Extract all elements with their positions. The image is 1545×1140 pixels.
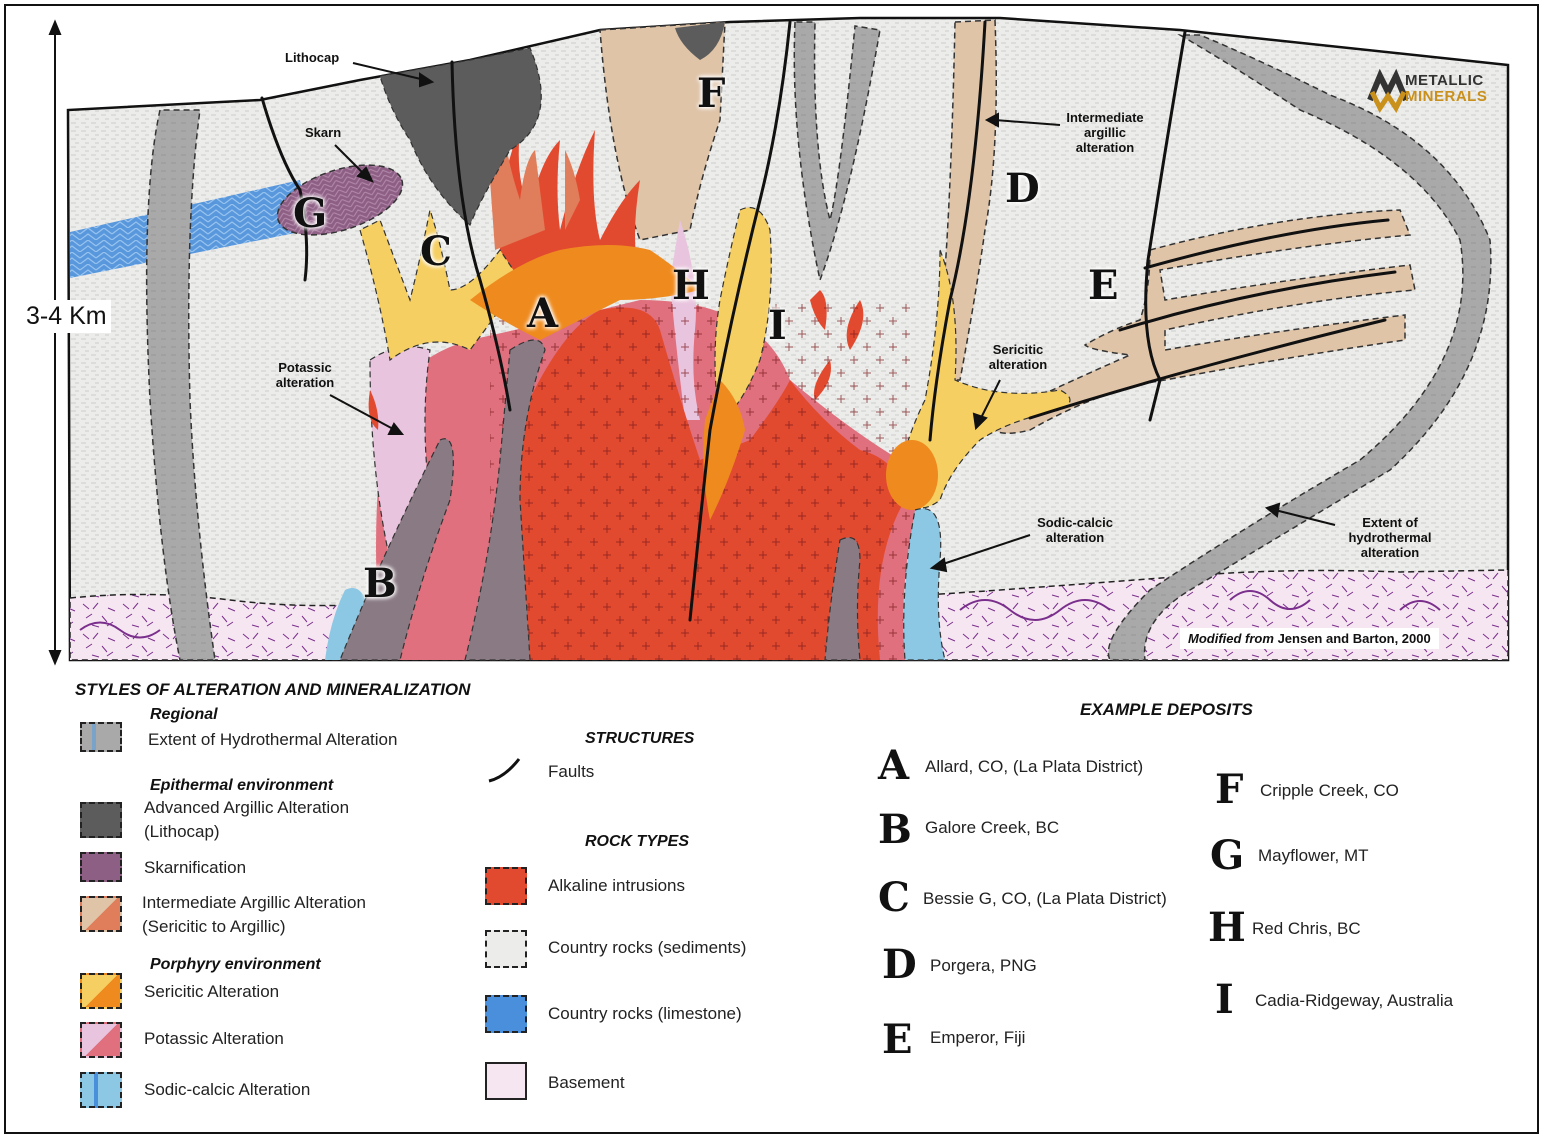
legend-sodic-calcic: Sodic-calcic Alteration [144, 1080, 311, 1099]
legend-porphyry-heading: Porphyry environment [150, 956, 321, 973]
intermediate-argillic-E [989, 209, 1416, 435]
deposit-name-E: Emperor, Fiji [930, 1028, 1026, 1047]
marker-A: A [527, 290, 559, 337]
marker-C: C [420, 228, 452, 275]
marker-D: D [1005, 165, 1040, 212]
deposit-letter-H: H [1208, 904, 1246, 951]
gray-dyke-3 [824, 536, 861, 661]
swatch-hydrothermal-extent [80, 722, 122, 752]
scale-label: 3-4 Km [22, 300, 111, 333]
legend-faults: Faults [548, 762, 595, 781]
hydrothermal-extent-left [145, 109, 216, 661]
gray-dyke-1 [339, 438, 454, 661]
legend-intermediate-argillic-1: Intermediate Argillic Alteration [142, 893, 366, 912]
deposit-name-D: Porgera, PNG [930, 956, 1037, 975]
sericitic-alteration-D [894, 249, 1071, 509]
lithocap-callout: Lithocap [285, 50, 340, 65]
swatch-fault [488, 758, 521, 783]
hydrothermal-extent-right [1107, 34, 1492, 661]
swatch-lithocap [80, 802, 122, 838]
legend-potassic: Potassic Alteration [144, 1029, 284, 1048]
legend-skarnification: Skarnification [144, 858, 247, 877]
legend-epithermal-heading: Epithermal environment [150, 777, 334, 794]
faults [260, 20, 1397, 622]
deposit-name-I: Cadia-Ridgeway, Australia [1255, 991, 1454, 1010]
swatch-sericitic [80, 973, 122, 1009]
legend-rock-types-heading: ROCK TYPES [585, 833, 690, 850]
sericitic-alteration-orange [470, 245, 700, 340]
legend-country-sediments: Country rocks (sediments) [548, 938, 747, 957]
legend-title: STYLES OF ALTERATION AND MINERALIZATION [75, 680, 471, 699]
deposit-letter-F: F [1215, 766, 1244, 813]
legend-alkaline-intrusions: Alkaline intrusions [548, 876, 686, 895]
swatch-sodic-calcic [80, 1072, 122, 1108]
sericitic-orange-D [886, 440, 938, 510]
legend-basement: Basement [548, 1073, 625, 1092]
marker-F: F [697, 70, 726, 117]
deposit-letter-A: A [878, 742, 910, 789]
swatch-potassic [80, 1022, 122, 1058]
marker-E: E [1088, 262, 1119, 309]
deposit-letter-D: D [882, 941, 917, 988]
legend-intermediate-argillic-2: (Sericitic to Argillic) [142, 917, 286, 936]
gray-dyke-2 [464, 339, 546, 661]
deposit-letter-I: I [1215, 976, 1234, 1023]
lithocap [379, 47, 542, 227]
metallic-minerals-logo-mark [1367, 68, 1409, 113]
intermediate-argillic-F [599, 21, 726, 241]
hydrothermal-extent-mid [793, 21, 881, 283]
deposit-name-B: Galore Creek, BC [925, 818, 1060, 837]
swatch-alkaline-intrusions [485, 867, 527, 905]
deposit-letter-G: G [1210, 832, 1245, 879]
example-deposits-heading: EXAMPLE DEPOSITS [1080, 700, 1253, 719]
source-credit: Modified from Jensen and Barton, 2000 [1180, 628, 1439, 649]
deposit-letter-E: E [882, 1016, 913, 1063]
marker-G: G [293, 190, 328, 237]
swatch-skarn [80, 852, 122, 882]
sodic-calcic-alteration [903, 508, 946, 661]
swatch-basement [485, 1062, 527, 1100]
metallic-minerals-logo: METALLIC MINERALS [1405, 72, 1488, 105]
legend-hydrothermal-extent: Extent of Hydrothermal Alteration [148, 730, 398, 749]
deposit-name-F: Cripple Creek, CO [1260, 781, 1399, 800]
legend-regional-heading: Regional [150, 706, 218, 723]
skarn-callout: Skarn [305, 125, 342, 140]
swatch-country-sediments [485, 930, 527, 968]
marker-B: B [363, 560, 397, 607]
deposit-name-G: Mayflower, MT [1258, 846, 1369, 865]
legend-advanced-argillic-1: Advanced Argillic Alteration [144, 798, 350, 817]
legend-country-limestone: Country rocks (limestone) [548, 1004, 742, 1023]
deposit-name-H: Red Chris, BC [1252, 919, 1361, 938]
marker-I: I [768, 302, 787, 349]
skarn [276, 164, 404, 236]
scale-arrow [48, 19, 62, 666]
geologic-cross-section [48, 16, 1510, 666]
legend-structures-heading: STRUCTURES [585, 730, 695, 747]
callout-arrows [329, 62, 1336, 573]
swatch-intermediate-argillic [80, 896, 122, 932]
deposit-letter-C: C [878, 874, 910, 921]
legend-advanced-argillic-2: (Lithocap) [144, 822, 220, 841]
deposit-letter-B: B [878, 806, 912, 853]
deposit-name-C: Bessie G, CO, (La Plata District) [923, 889, 1167, 908]
intermediate-argillic-dark [490, 140, 545, 250]
legend-sericitic: Sericitic Alteration [144, 982, 280, 1001]
lithocap-top [675, 22, 725, 60]
marker-H: H [672, 262, 710, 309]
swatch-country-limestone [485, 995, 527, 1033]
intermediate-argillic-dark-2 [565, 150, 580, 230]
figure-frame [4, 4, 1539, 1134]
deposit-name-A: Allard, CO, (La Plata District) [925, 757, 1144, 776]
